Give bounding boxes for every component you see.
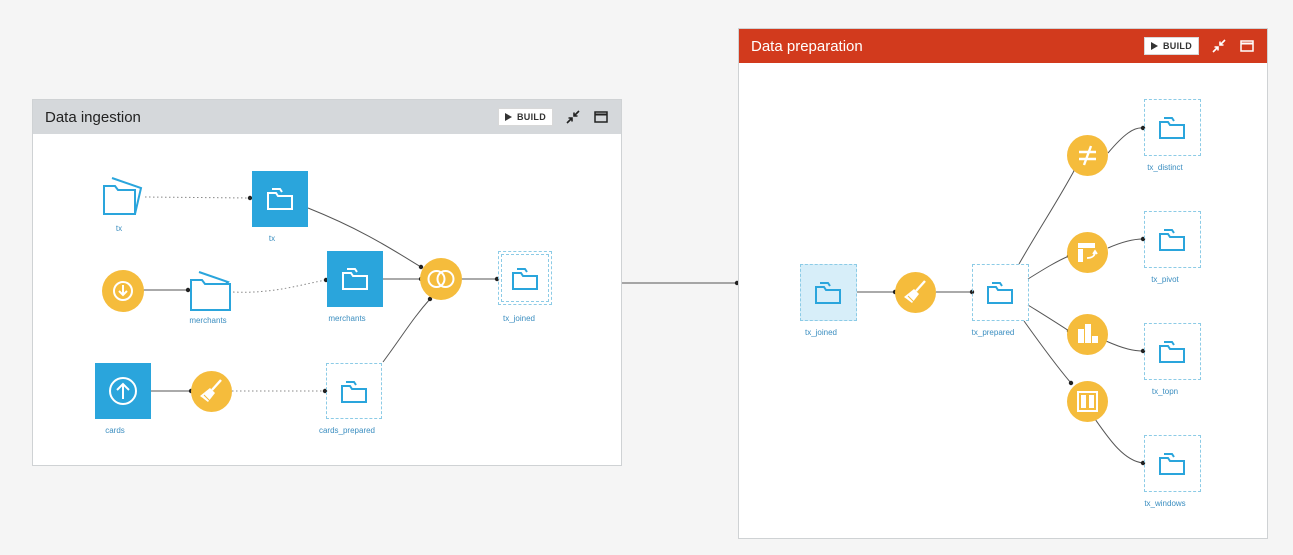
upload-dataset-icon [109,377,137,405]
shrink-arrows-icon[interactable] [1211,38,1227,54]
node-label: tx_prepared [971,328,1015,337]
folder-dataset-icon [1159,341,1185,363]
not-equal-icon [1079,145,1096,166]
dataset-inner-frame [501,254,549,302]
tx-folder-node[interactable]: tx [99,174,145,233]
build-button[interactable]: BUILD [498,108,553,126]
window-icon [1077,391,1098,412]
window-maximize-icon[interactable] [593,109,609,125]
ingestion-links [143,195,500,394]
folder-dataset-icon [815,282,841,304]
tx-dataset-node[interactable]: tx [252,171,308,243]
build-label: BUILD [1163,41,1192,51]
node-label: tx [268,234,276,243]
folder-dataset-icon [1159,229,1185,251]
data-preparation-zone[interactable]: Data preparation BUILD [738,28,1268,539]
data-preparation-header: Data preparation BUILD [739,29,1267,63]
join-recipe-icon [427,270,455,288]
data-ingestion-header: Data ingestion BUILD [33,100,621,134]
node-label: tx_windows [1144,499,1186,508]
prepare-recipe-node[interactable] [191,371,232,412]
folder-dataset-icon [987,282,1013,304]
folder-dataset-icon [1159,453,1185,475]
tx-topn-node[interactable]: tx_topn [1144,323,1201,396]
download-recipe-node[interactable] [102,270,144,312]
folder-dataset-icon [342,268,368,290]
node-label: cards [105,426,125,435]
window-recipe-node[interactable] [1067,381,1108,422]
data-ingestion-zone[interactable]: Data ingestion BUILD [32,99,622,466]
node-label: tx_topn [1151,387,1179,396]
folder-dataset-icon [341,381,367,403]
pivot-icon [1078,243,1098,262]
distinct-recipe-node[interactable] [1067,135,1108,176]
tx-pivot-node[interactable]: tx_pivot [1144,211,1201,284]
merchants-folder-node[interactable]: merchants [188,266,234,325]
zone-title: Data preparation [751,37,863,55]
broom-icon [200,379,222,403]
folder-dataset-icon [512,268,538,290]
build-label: BUILD [517,112,546,122]
merchants-dataset-node[interactable]: merchants [327,251,383,323]
broom-icon [904,280,926,304]
topn-recipe-node[interactable] [1067,314,1108,355]
node-label: tx_distinct [1147,163,1183,172]
node-label: tx [115,224,123,233]
shrink-arrows-icon[interactable] [565,109,581,125]
node-label: tx_joined [502,314,536,323]
node-label: merchants [189,316,227,325]
tx-joined-output-node[interactable]: tx_joined [498,251,552,323]
play-icon [1151,42,1158,50]
cards-dataset-node[interactable]: cards [95,363,151,435]
join-recipe-node[interactable] [420,258,462,300]
tx-prepared-node[interactable]: tx_prepared [972,264,1029,337]
pivot-recipe-node[interactable] [1067,232,1108,273]
build-button[interactable]: BUILD [1144,37,1199,55]
tx-distinct-node[interactable]: tx_distinct [1144,99,1201,172]
node-label: cards_prepared [318,426,376,435]
prepare-recipe-node[interactable] [895,272,936,313]
folder-dataset-icon [1159,117,1185,139]
zone-title: Data ingestion [45,108,141,126]
managed-folder-icon [190,271,231,311]
topn-icon [1078,324,1098,343]
tx-joined-input-node[interactable]: tx_joined [800,264,857,337]
folder-dataset-icon [267,188,293,210]
node-label: tx_pivot [1151,275,1179,284]
preparation-links [857,125,1146,466]
cards-prepared-node[interactable]: cards_prepared [319,363,382,435]
download-recipe-icon [113,281,133,301]
window-maximize-icon[interactable] [1239,38,1255,54]
tx-windows-node[interactable]: tx_windows [1144,435,1201,508]
node-label: tx_joined [804,328,838,337]
managed-folder-icon [103,177,143,215]
play-icon [505,113,512,121]
node-label: merchants [328,314,366,323]
